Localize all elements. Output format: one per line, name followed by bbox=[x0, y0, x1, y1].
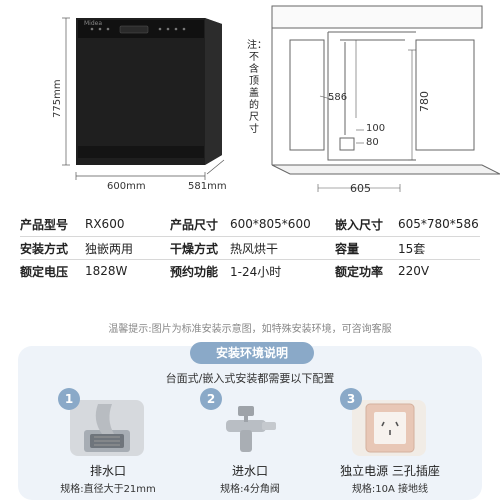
spec-value: 1-24小时 bbox=[230, 264, 282, 279]
spec-label: 额定电压 bbox=[20, 264, 69, 279]
socket-image bbox=[352, 400, 426, 456]
button-dot-icon bbox=[158, 27, 162, 31]
step-number-badge: 2 bbox=[200, 388, 222, 410]
button-dot-icon bbox=[182, 27, 186, 31]
env-item-note: 规格:10A 接地线 bbox=[351, 484, 429, 495]
display-screen bbox=[119, 25, 149, 34]
env-item-title: 独立电源 三孔插座 bbox=[340, 464, 440, 478]
env-item-title: 进水口 bbox=[231, 464, 268, 478]
spec-value: 220V bbox=[398, 264, 430, 278]
tip-text: 温馨提示:图片为标准安装示意图，如特殊安装环境，可咨询客服 bbox=[108, 324, 392, 335]
spec-value: 热风烘干 bbox=[230, 241, 279, 256]
env-item-water-inlet: 2 进水口 规格:4分角阀 bbox=[190, 388, 310, 500]
opening-width-label: 80 bbox=[366, 137, 379, 148]
spec-label: 嵌入尺寸 bbox=[335, 217, 384, 232]
spec-label: 产品型号 bbox=[20, 217, 69, 232]
spec-label: 额定功率 bbox=[335, 264, 384, 279]
cabinet-height-label: 780 bbox=[418, 91, 431, 112]
product-diagram: Midea 775mm 600mm 581mm 注：不含顶盖的尺寸 586 10… bbox=[0, 0, 500, 205]
env-title: 安装环境说明 bbox=[190, 342, 314, 364]
env-item-power: 3 独立电源 三孔插座 规格:10A 接地线 bbox=[330, 388, 450, 500]
spec-value: 600*805*600 bbox=[230, 217, 311, 231]
button-dot-icon bbox=[98, 27, 102, 31]
opening-height-label: 100 bbox=[366, 123, 386, 134]
spec-label: 产品尺寸 bbox=[170, 217, 219, 232]
step-number-badge: 1 bbox=[58, 388, 80, 410]
spec-label: 预约功能 bbox=[170, 264, 219, 279]
drain-image bbox=[70, 400, 144, 456]
env-item-note: 规格:4分角阀 bbox=[220, 484, 280, 495]
button-dot-icon bbox=[106, 27, 110, 31]
button-dot-icon bbox=[90, 27, 94, 31]
divider bbox=[20, 236, 480, 237]
dishwasher-body bbox=[76, 18, 222, 165]
spec-row: 产品型号 RX600 产品尺寸 600*805*600 嵌入尺寸 605*780… bbox=[20, 213, 500, 235]
cabinet-depth-label: 586 bbox=[328, 92, 348, 103]
env-item-note: 规格:直径大于21mm bbox=[60, 484, 156, 495]
divider bbox=[20, 259, 480, 260]
button-dot-icon bbox=[166, 27, 170, 31]
width-dimension: 600mm bbox=[107, 181, 146, 192]
dishwasher-side bbox=[205, 18, 222, 165]
spec-row: 额定电压 1828W 预约功能 1-24小时 额定功率 220V bbox=[20, 260, 500, 282]
spec-value: 15套 bbox=[398, 241, 426, 256]
brand-logo: Midea bbox=[84, 20, 103, 27]
valve-image bbox=[212, 400, 286, 456]
button-dot-icon bbox=[174, 27, 178, 31]
diagram-graphics bbox=[62, 5, 500, 192]
cabinet-drawing bbox=[271, 5, 500, 175]
spec-label: 容量 bbox=[335, 241, 360, 256]
kick-plate bbox=[78, 146, 204, 158]
spec-value: 独嵌两用 bbox=[85, 241, 134, 256]
spec-value: RX600 bbox=[85, 217, 125, 231]
spec-value: 1828W bbox=[85, 264, 128, 278]
env-item-drain: 1 排水口 规格:直径大于21mm bbox=[48, 388, 168, 500]
spec-label: 干燥方式 bbox=[170, 241, 219, 256]
spec-label: 安装方式 bbox=[20, 241, 69, 256]
depth-dimension: 581mm bbox=[188, 181, 227, 192]
height-dimension: 775mm bbox=[52, 79, 63, 118]
env-subtitle: 台面式/嵌入式安装都需要以下配置 bbox=[165, 372, 335, 385]
spec-value: 605*780*586 bbox=[398, 217, 479, 231]
size-note: 注：不含顶盖的尺寸 bbox=[247, 40, 267, 135]
step-number-badge: 3 bbox=[340, 388, 362, 410]
cabinet-width-label: 605 bbox=[350, 182, 371, 195]
env-item-title: 排水口 bbox=[89, 464, 126, 478]
spec-row: 安装方式 独嵌两用 干燥方式 热风烘干 容量 15套 bbox=[20, 237, 500, 259]
